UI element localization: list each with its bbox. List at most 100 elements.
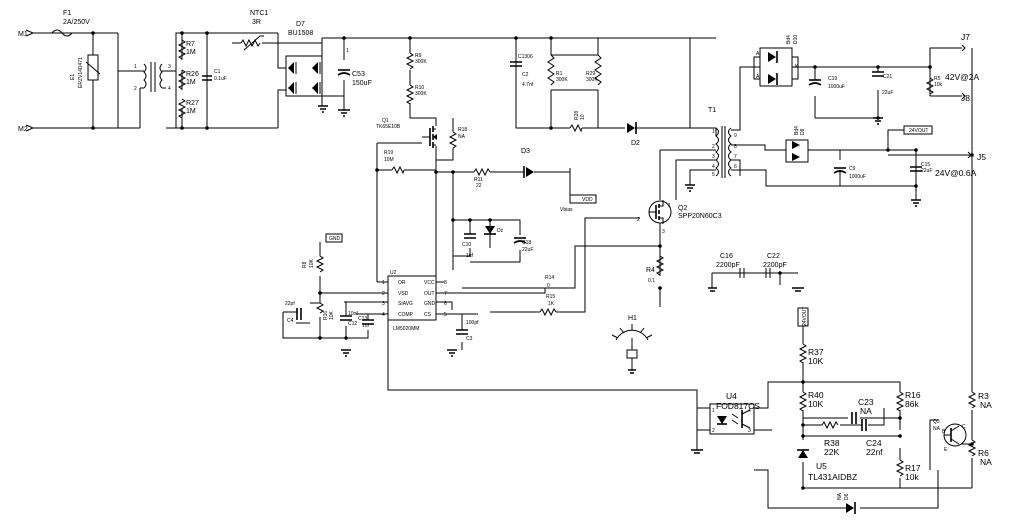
svg-text:7: 7 bbox=[734, 154, 737, 160]
svg-text:4: 4 bbox=[748, 408, 751, 414]
svg-text:3: 3 bbox=[168, 64, 171, 70]
svg-text:24VOUT: 24VOUT bbox=[909, 128, 928, 134]
r26-symbol bbox=[177, 69, 187, 90]
fuse-value: 2A/250V bbox=[63, 19, 90, 26]
c53-value: 150uF bbox=[352, 80, 372, 87]
svg-text:0.1: 0.1 bbox=[648, 278, 655, 284]
r1-symbol bbox=[547, 54, 555, 86]
d2-symbol bbox=[627, 123, 635, 133]
svg-text:2: 2 bbox=[712, 428, 715, 434]
svg-text:300K: 300K bbox=[415, 91, 427, 97]
r5-symbol bbox=[925, 77, 935, 95]
svg-text:10k: 10k bbox=[905, 472, 919, 482]
svg-text:C4: C4 bbox=[287, 318, 294, 324]
j8-label: J8 bbox=[961, 93, 970, 103]
c12-symbol bbox=[340, 315, 352, 321]
d10-symbol bbox=[759, 47, 793, 87]
svg-text:D2: D2 bbox=[631, 140, 640, 147]
svg-text:C15: C15 bbox=[921, 162, 930, 168]
svg-text:1nf: 1nf bbox=[362, 323, 370, 329]
svg-text:6: 6 bbox=[444, 301, 447, 307]
svg-text:C2: C2 bbox=[522, 72, 529, 78]
c22-value: 2200pF bbox=[763, 262, 787, 269]
svg-text:Q3: Q3 bbox=[933, 419, 940, 425]
svg-text:C9: C9 bbox=[849, 166, 856, 172]
24vout-flag bbox=[903, 125, 933, 135]
svg-text:OR: OR bbox=[398, 280, 406, 286]
svg-text:3: 3 bbox=[662, 229, 665, 235]
ground-symbols bbox=[318, 105, 921, 454]
r27-symbol bbox=[177, 98, 187, 119]
j8-terminal-icon bbox=[950, 92, 966, 100]
svg-text:D8: D8 bbox=[800, 128, 806, 135]
svg-text:3: 3 bbox=[382, 301, 385, 307]
out24-label: 24V@0.6A bbox=[935, 168, 977, 178]
svg-text:22uF: 22uF bbox=[882, 90, 893, 96]
svg-text:5: 5 bbox=[712, 172, 715, 178]
svg-text:R17: R17 bbox=[905, 463, 921, 473]
svg-text:D10: D10 bbox=[793, 35, 799, 44]
svg-text:8: 8 bbox=[444, 280, 447, 286]
d8-symbol bbox=[785, 139, 809, 163]
svg-text:10: 10 bbox=[580, 114, 586, 120]
svg-text:R6: R6 bbox=[978, 448, 989, 458]
svg-text:1: 1 bbox=[134, 64, 137, 70]
svg-text:1000uF: 1000uF bbox=[828, 84, 845, 90]
svg-text:Bd4: Bd4 bbox=[794, 126, 800, 135]
ntc-ref: NTC1 bbox=[250, 10, 268, 17]
svg-text:8: 8 bbox=[734, 144, 737, 150]
ntc-symbol bbox=[240, 38, 261, 48]
svg-text:1uf: 1uf bbox=[466, 253, 474, 259]
u2-part: LM5020MM bbox=[393, 326, 419, 332]
svg-text:Q2: Q2 bbox=[678, 205, 687, 212]
svg-text:C3: C3 bbox=[466, 336, 473, 342]
svg-text:2: 2 bbox=[382, 291, 385, 297]
svg-text:R14: R14 bbox=[545, 275, 554, 281]
svg-text:22pf: 22pf bbox=[285, 301, 295, 307]
svg-text:1: 1 bbox=[668, 203, 671, 209]
r4-symbol bbox=[655, 255, 665, 276]
svg-text:NA: NA bbox=[980, 457, 992, 467]
svg-text:R29: R29 bbox=[586, 71, 595, 77]
svg-text:VDD: VDD bbox=[582, 197, 593, 203]
r10-symbol bbox=[405, 84, 415, 105]
svg-text:T1: T1 bbox=[708, 107, 716, 114]
m1-label: M1 bbox=[18, 31, 28, 38]
r27-value: 1M bbox=[186, 108, 196, 115]
c1-value: 0.1uF bbox=[214, 76, 227, 82]
svg-text:C13: C13 bbox=[358, 316, 367, 322]
primary-startup: R9 300K R10 300K Q1 TK65E10B R18 NA R19 … bbox=[376, 52, 597, 213]
r17-symbol bbox=[895, 459, 905, 477]
svg-text:B: B bbox=[942, 429, 946, 435]
r38-symbol bbox=[821, 420, 839, 430]
svg-text:22: 22 bbox=[476, 183, 482, 189]
r11-symbol bbox=[473, 167, 491, 177]
svg-text:NA: NA bbox=[933, 426, 941, 432]
svg-text:1: 1 bbox=[712, 408, 715, 414]
fuse-symbol bbox=[51, 29, 73, 37]
fuse-ref: F1 bbox=[63, 10, 71, 17]
svg-text:4: 4 bbox=[382, 312, 385, 318]
c13-symbol bbox=[362, 319, 374, 325]
svg-text:R16: R16 bbox=[323, 311, 329, 320]
svg-text:10M: 10M bbox=[384, 157, 394, 163]
svg-text:C12: C12 bbox=[348, 321, 357, 327]
svg-text:VCC: VCC bbox=[424, 280, 435, 286]
dz-symbol bbox=[485, 226, 495, 234]
svg-text:U4: U4 bbox=[726, 391, 737, 401]
svg-text:U5: U5 bbox=[816, 461, 827, 471]
svg-text:10K: 10K bbox=[808, 356, 823, 366]
j7-terminal-icon bbox=[950, 44, 966, 52]
svg-text:SIAVG: SIAVG bbox=[398, 301, 413, 307]
c10-symbol bbox=[464, 233, 476, 239]
svg-text:C19: C19 bbox=[828, 76, 837, 82]
svg-text:R9: R9 bbox=[415, 53, 422, 59]
feedback: 24VOUT R37 10K R40 10K R16 86k C23 NA R3… bbox=[709, 307, 992, 514]
svg-text:R16: R16 bbox=[905, 390, 921, 400]
c4-symbol bbox=[296, 308, 302, 320]
r15-symbol bbox=[539, 307, 557, 317]
svg-text:6: 6 bbox=[734, 164, 737, 170]
svg-text:R40: R40 bbox=[808, 390, 824, 400]
